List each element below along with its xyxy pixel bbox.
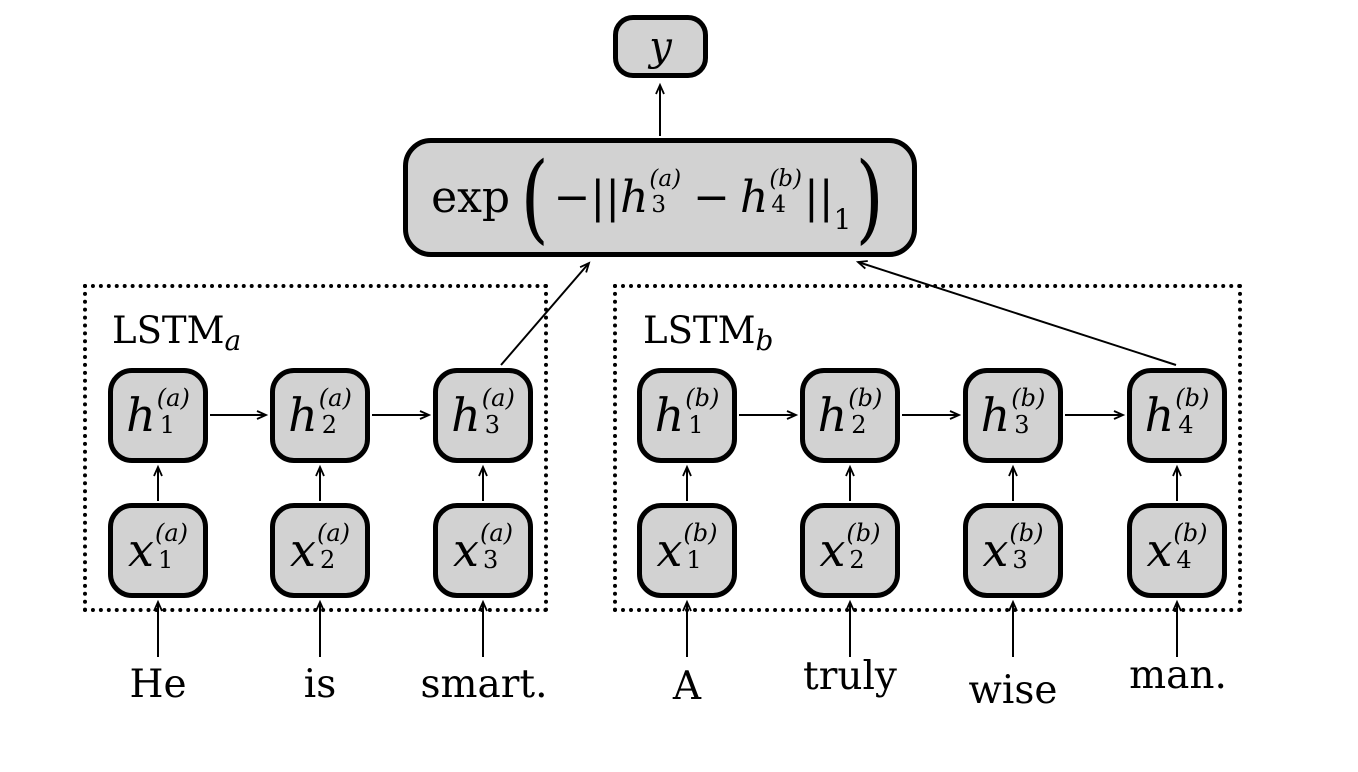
hidden-node-a2: h (a)2	[270, 368, 370, 463]
word-b2: truly	[803, 654, 897, 699]
formula-h-right: h	[739, 171, 769, 223]
hidden-node-b1: h (b)1	[637, 368, 737, 463]
input-node-b4: x (b)4	[1127, 503, 1227, 598]
input-node-a3: x (a)3	[433, 503, 533, 598]
input-node-a2: x (a)2	[270, 503, 370, 598]
formula-right-paren: )	[856, 141, 885, 254]
word-b3: wise	[968, 668, 1058, 713]
word-a1: He	[129, 662, 187, 707]
formula-h-left: h	[620, 171, 649, 223]
hidden-node-a1: h (a)1	[108, 368, 208, 463]
hidden-node-a3: h (a)3	[433, 368, 533, 463]
output-node: y	[613, 15, 708, 78]
formula-exp: exp	[431, 171, 511, 223]
word-a2: is	[303, 662, 337, 707]
input-node-b3: x (b)3	[963, 503, 1063, 598]
formula-norm-subscript: 1	[833, 203, 852, 236]
formula-neg-norm: −||	[553, 171, 621, 223]
formula-minus: −	[693, 171, 730, 223]
output-label: y	[649, 23, 672, 70]
input-node-b1: x (b)1	[637, 503, 737, 598]
similarity-node: exp ( −|| h (a)3 − h (b)4 || 1 )	[403, 138, 917, 257]
formula-norm-close: ||	[803, 171, 834, 223]
hidden-node-b2: h (b)2	[800, 368, 900, 463]
formula-left-paren: (	[520, 141, 549, 254]
word-b1: A	[672, 664, 702, 709]
input-node-a1: x (a)1	[108, 503, 208, 598]
word-a3: smart.	[420, 662, 548, 707]
network-a-label: LSTMa	[112, 309, 242, 357]
network-b-label: LSTMb	[643, 309, 774, 357]
hidden-node-b3: h (b)3	[963, 368, 1063, 463]
hidden-node-b4: h (b)4	[1127, 368, 1227, 463]
input-node-b2: x (b)2	[800, 503, 900, 598]
word-b4: man.	[1129, 653, 1227, 698]
